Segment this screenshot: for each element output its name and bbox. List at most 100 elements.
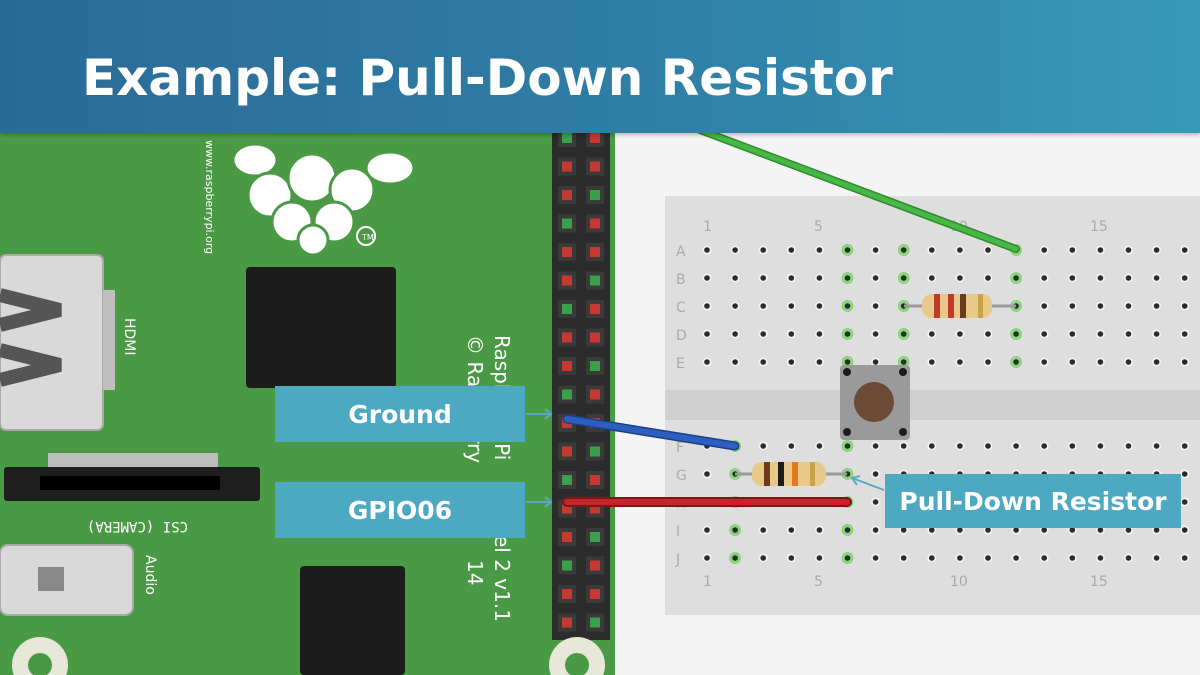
gpio-pin [562, 304, 572, 314]
ground-callout: Ground [275, 386, 525, 442]
pi-url: www.raspberrypi.org [203, 140, 216, 254]
gpio-pin [590, 190, 600, 200]
breadboard-hole-center [957, 359, 963, 365]
breadboard-hole-center [816, 443, 823, 449]
breadboard-hole-center [1041, 555, 1047, 561]
breadboard-hole-center [872, 527, 879, 533]
gpio-pin [562, 389, 572, 400]
breadboard-hole-center [900, 359, 907, 365]
breadboard-hole-center [1125, 303, 1132, 309]
gpio-header [552, 120, 610, 640]
breadboard-hole-center [760, 555, 766, 561]
pull-down-resistor [735, 462, 847, 486]
breadboard-hole-center [929, 555, 935, 561]
breadboard-hole-center [1069, 303, 1076, 309]
breadboard-hole-center [1097, 555, 1104, 561]
gpio-pin [590, 361, 600, 371]
gpio-pin [562, 218, 572, 229]
breadboard-hole-center [844, 275, 851, 281]
breadboard-hole-center [1125, 275, 1132, 281]
breadboard-hole-center [1069, 247, 1076, 253]
pulldown-arrow-head-icon [850, 475, 861, 486]
gpio-pin [590, 532, 600, 542]
gpio-pin [562, 361, 572, 371]
breadboard-hole-center [900, 443, 907, 449]
breadboard-hole-center [900, 247, 907, 253]
breadboard-hole-center [1041, 247, 1047, 253]
breadboard-hole-center [1097, 331, 1104, 337]
csi-label: CSI (CAMERA) [87, 518, 188, 534]
hdmi-port [0, 254, 104, 431]
gpio-pin [562, 190, 572, 200]
lan-chip [300, 566, 405, 675]
gpio-pin [590, 275, 600, 286]
callout-arrows [526, 408, 885, 508]
breadboard-hole-center [788, 275, 795, 281]
gpio-arrow-head-icon [544, 496, 553, 508]
push-button[interactable] [840, 365, 910, 440]
pi-year-text: 14 [463, 560, 487, 585]
csi-slot [40, 476, 220, 490]
gpio-pin [590, 133, 600, 143]
title-banner: Example: Pull-Down Resistor [0, 0, 1200, 133]
breadboard-hole-center [957, 555, 963, 561]
row-label-a: A [676, 244, 686, 260]
breadboard-hole-center [1181, 303, 1188, 309]
breadboard-hole-center [1069, 359, 1076, 365]
breadboard-hole-center [900, 527, 907, 533]
gpio-callout: GPIO06 [275, 482, 525, 538]
breadboard-hole-center [1097, 303, 1104, 309]
breadboard-hole-center [900, 275, 907, 281]
page-title: Example: Pull-Down Resistor [82, 49, 893, 107]
audio-label: Audio [142, 555, 158, 595]
row-label-d: D [676, 328, 687, 344]
breadboard-hole-center [788, 331, 795, 337]
col-number-bottom-5: 5 [814, 574, 823, 590]
gpio-pin [562, 275, 572, 286]
raspberry-logo-icon [231, 142, 416, 257]
gpio-pin [562, 532, 572, 542]
breadboard-center-channel [665, 390, 1200, 420]
gpio-pin [562, 503, 572, 514]
breadboard-hole-center [985, 527, 991, 533]
breadboard-hole-center [760, 275, 766, 281]
breadboard-hole-center [816, 247, 823, 253]
breadboard-hole-center [1181, 555, 1188, 561]
breadboard-hole-center [732, 331, 738, 337]
col-number-bottom-1: 1 [703, 574, 712, 590]
breadboard-hole-center [1181, 443, 1188, 449]
gpio-pin [590, 503, 600, 514]
breadboard-hole-center [1153, 443, 1160, 449]
breadboard-hole-center [844, 359, 851, 365]
breadboard-hole-center [1125, 443, 1132, 449]
breadboard-hole-center [1013, 359, 1019, 365]
breadboard-hole-center [844, 527, 851, 533]
breadboard-hole-center [1181, 275, 1188, 281]
breadboard-hole-center [1041, 331, 1047, 337]
breadboard-hole-center [929, 331, 935, 337]
breadboard-hole-center [816, 527, 823, 533]
gpio-pin [562, 589, 572, 599]
hdmi-port-edge [103, 290, 115, 390]
breadboard-hole-center [1013, 331, 1019, 337]
breadboard-hole-center [760, 247, 766, 253]
col-number-bottom-15: 15 [1090, 574, 1108, 590]
breadboard-hole-center [788, 443, 795, 449]
mounting-hole-center [28, 653, 52, 675]
breadboard-hole-center [1181, 331, 1188, 337]
breadboard-hole-center [732, 527, 738, 533]
breadboard-hole-center [1153, 331, 1160, 337]
breadboard-hole-center [985, 555, 991, 561]
breadboard-hole-center [704, 527, 710, 533]
pulldown-arrow-icon [851, 477, 885, 491]
breadboard-hole-center [732, 275, 738, 281]
breadboard-hole-center [732, 359, 738, 365]
breadboard-hole-center [1097, 443, 1104, 449]
breadboard-hole-center [1125, 527, 1132, 533]
gpio-pin [590, 589, 600, 599]
hdmi-connector-icon [0, 288, 62, 332]
gpio-pin [590, 304, 600, 314]
breadboard-hole-center [704, 471, 710, 477]
breadboard-hole-center [844, 247, 851, 253]
gpio-pin [562, 560, 572, 571]
